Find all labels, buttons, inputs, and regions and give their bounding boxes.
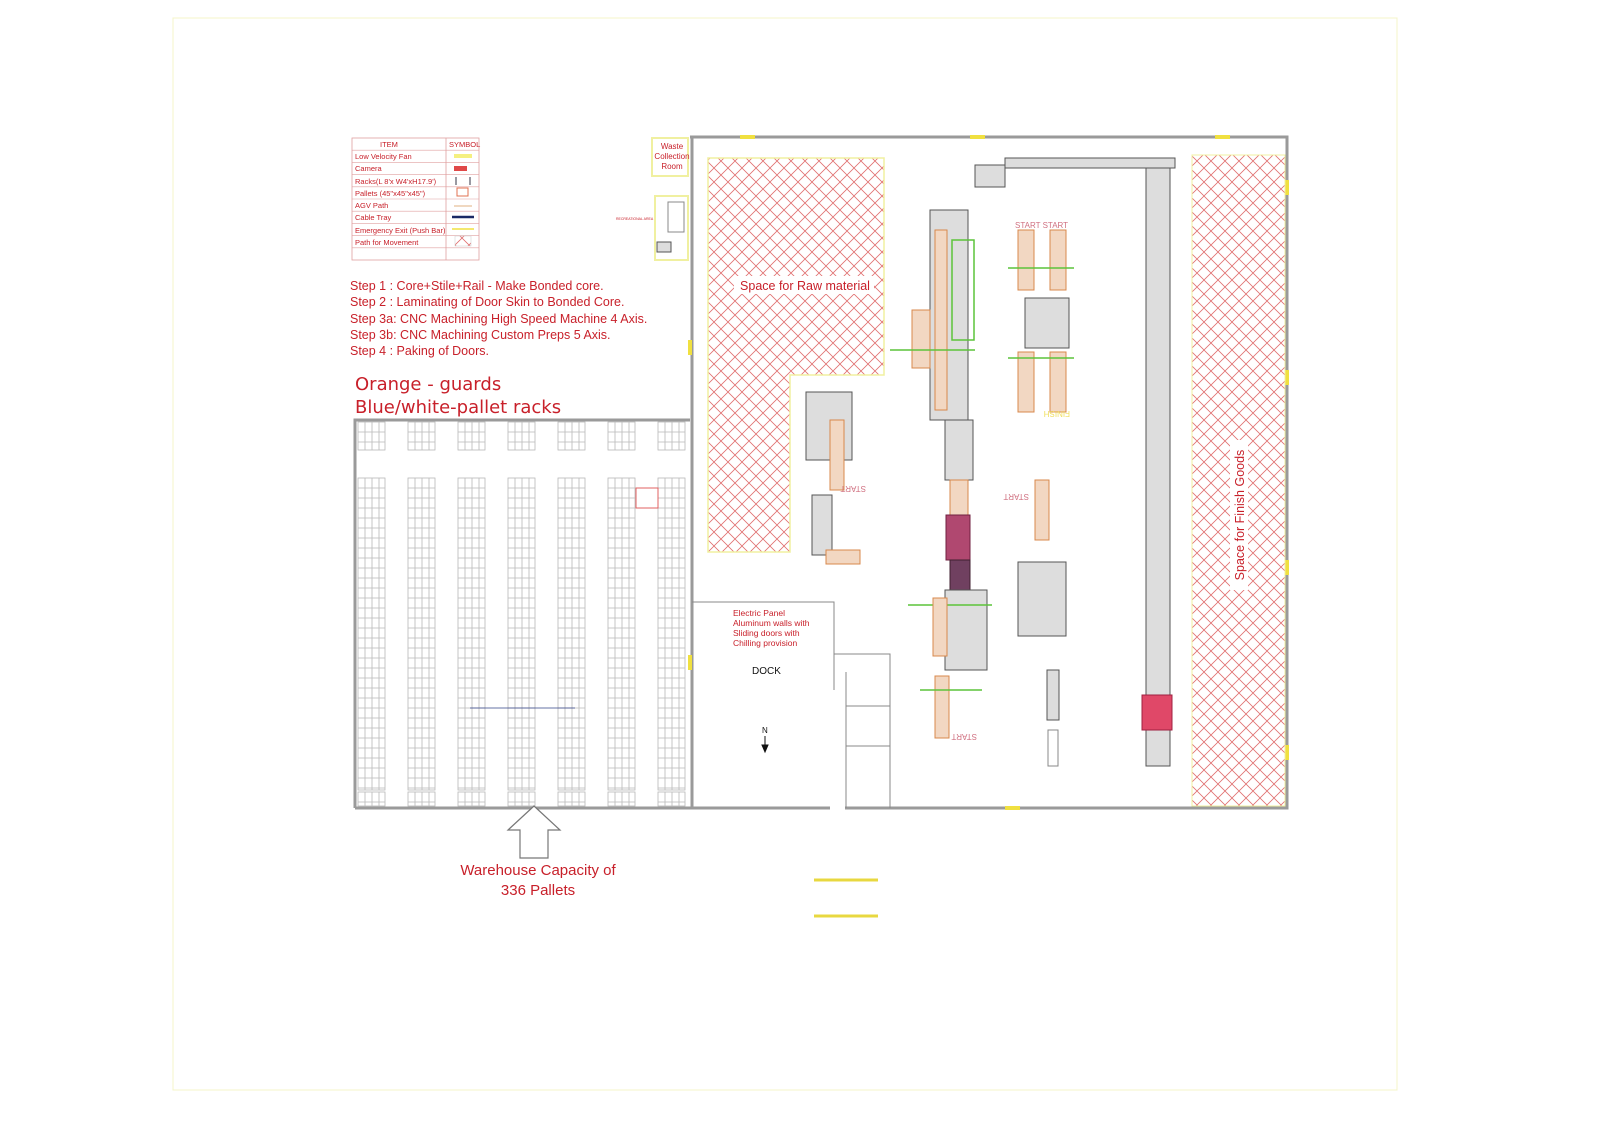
pallet-racks <box>357 421 686 807</box>
step-3b: Step 3b: CNC Machining Custom Preps 5 Ax… <box>350 328 611 342</box>
step-2: Step 2 : Laminating of Door Skin to Bond… <box>350 295 624 309</box>
rack-column <box>407 791 436 807</box>
legend-item: Camera <box>355 164 383 173</box>
dock-label: DOCK <box>752 666 781 677</box>
rack-column <box>657 421 686 451</box>
production-equipment: START START START START START FINISH <box>805 157 1176 767</box>
fan-icon <box>454 154 472 158</box>
arrow-up-icon <box>506 805 562 859</box>
rack-column <box>557 421 586 451</box>
rack-column <box>507 791 536 807</box>
electric-panel-label: Electric Panel <box>733 608 785 618</box>
legend-item: Pallets (45"x45"x45") <box>355 189 426 198</box>
legend-table: ITEM SYMBOL Low Velocity Fan Camera Rack… <box>351 137 480 261</box>
dock-area: Electric Panel Aluminum walls with Slidi… <box>692 601 891 808</box>
warehouse-wall <box>353 418 690 808</box>
legend-item: AGV Path <box>355 201 388 210</box>
legend-item: Racks(L 8'x W4'xH17.9') <box>355 177 437 186</box>
raw-material-label: Space for Raw material <box>740 279 870 293</box>
step-1: Step 1 : Core+Stile+Rail - Make Bonded c… <box>350 279 604 293</box>
waste-collection-room: Waste Collection Room RECREATIONAL AREA <box>616 137 690 261</box>
legend-item: Emergency Exit (Push Bar) <box>355 226 446 235</box>
svg-text:Aluminum walls with: Aluminum walls with <box>733 618 810 628</box>
step-3a: Step 3a: CNC Machining High Speed Machin… <box>350 312 647 326</box>
rack-column <box>357 477 386 791</box>
note-pallet-racks: Blue/white-pallet racks <box>355 397 561 418</box>
note-orange-guards: Orange - guards <box>355 374 501 395</box>
finish-goods-label: Space for Finish Goods <box>1233 450 1247 581</box>
rack-column <box>507 477 536 791</box>
legend-header-item: ITEM <box>380 140 398 149</box>
start-label: START <box>840 484 866 493</box>
legend-item: Low Velocity Fan <box>355 152 412 161</box>
rack-column <box>557 791 586 807</box>
finish-label: FINISH <box>1044 409 1070 418</box>
start-start-label: START START <box>1015 221 1068 230</box>
warehouse-capacity-line2: 336 Pallets <box>501 882 575 899</box>
svg-text:Chilling provision: Chilling provision <box>733 638 798 648</box>
pallet-icon <box>456 187 469 197</box>
start-label: START <box>951 732 977 741</box>
legend-header-symbol: SYMBOL <box>449 140 480 149</box>
raw-material-area <box>707 157 885 553</box>
rack-column <box>657 477 686 791</box>
rack-column <box>557 477 586 791</box>
rack-column <box>357 791 386 807</box>
process-steps: Step 1 : Core+Stile+Rail - Make Bonded c… <box>350 279 647 358</box>
electric-icon <box>635 487 659 509</box>
svg-text:Waste: Waste <box>661 142 684 151</box>
legend-item: Path for Movement <box>355 238 419 247</box>
rack-column <box>607 791 636 807</box>
rack-column <box>607 421 636 451</box>
rack-column <box>657 791 686 807</box>
rack-column <box>457 791 486 807</box>
hatch-icon <box>454 235 472 247</box>
camera-icon <box>454 166 467 171</box>
rack-column <box>457 477 486 791</box>
north-arrow-icon <box>761 736 769 754</box>
svg-text:Sliding doors with: Sliding doors with <box>733 628 800 638</box>
rack-column <box>507 421 536 451</box>
svg-text:Room: Room <box>661 162 683 171</box>
rack-column <box>407 477 436 791</box>
rack-column <box>457 421 486 451</box>
warehouse-capacity-line1: Warehouse Capacity of <box>460 862 616 879</box>
rack-column <box>357 421 386 451</box>
rack-icon <box>455 177 471 185</box>
north-label: N <box>762 726 768 735</box>
emergency-exits <box>688 135 1289 810</box>
rack-column <box>407 421 436 451</box>
svg-text:Collection: Collection <box>654 152 689 161</box>
recreational-area-label: RECREATIONAL AREA <box>616 217 654 221</box>
step-4: Step 4 : Paking of Doors. <box>350 344 489 358</box>
legend-item: Cable Tray <box>355 213 392 222</box>
start-label: START <box>1003 492 1029 501</box>
rack-column <box>607 477 636 791</box>
sheet-border <box>172 17 1398 1091</box>
